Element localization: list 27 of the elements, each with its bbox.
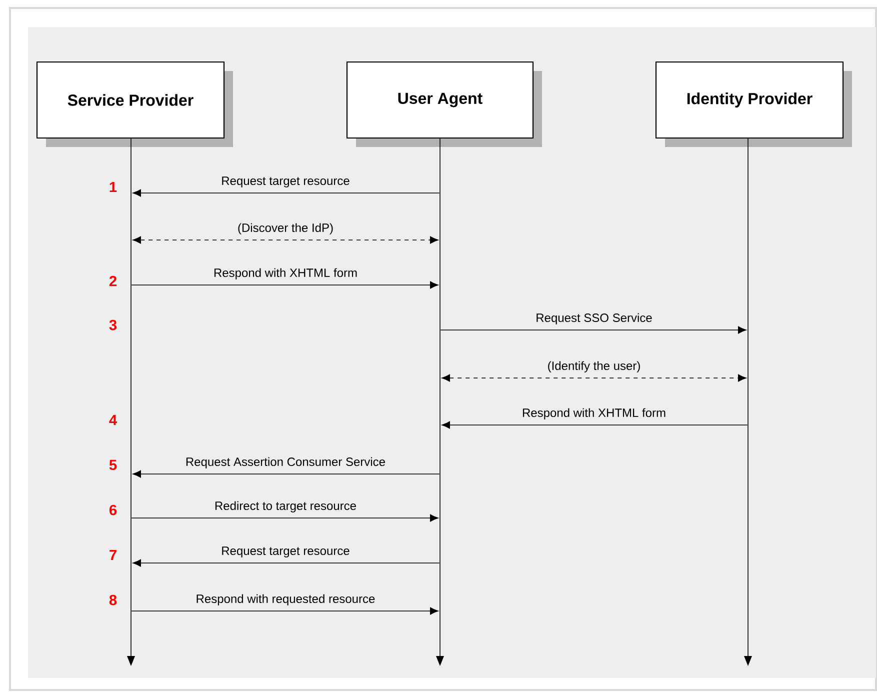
message-arrow bbox=[132, 470, 440, 478]
message-label: Request SSO Service bbox=[536, 313, 652, 324]
step-number: 1 bbox=[110, 182, 117, 192]
message-label: Request target resource bbox=[222, 546, 350, 558]
message-label: (Identify the user) bbox=[548, 361, 640, 372]
message-arrow bbox=[131, 607, 438, 615]
message-arrow bbox=[132, 236, 438, 244]
message-arrow bbox=[132, 559, 440, 567]
message-label: Request target resource bbox=[222, 176, 350, 188]
message-label: Respond with XHTML form bbox=[522, 408, 666, 420]
message-arrow bbox=[131, 514, 438, 522]
message-arrow bbox=[442, 374, 746, 382]
message-arrow bbox=[442, 421, 748, 429]
lifeline bbox=[127, 138, 135, 666]
lifeline-box: Service Provider bbox=[36, 61, 233, 147]
message-label: Request Assertion Consumer Service bbox=[186, 457, 385, 468]
lifeline bbox=[436, 138, 444, 666]
lifeline bbox=[744, 138, 752, 666]
message-arrow bbox=[132, 189, 440, 197]
lifeline-box: User Agent bbox=[346, 61, 542, 147]
lifeline-box: Identity Provider bbox=[655, 61, 852, 147]
message-arrow bbox=[131, 281, 438, 289]
message-label: Respond with XHTML form bbox=[214, 268, 357, 280]
message-arrow bbox=[440, 326, 746, 334]
message-label: Respond with requested resource bbox=[196, 594, 375, 606]
message-label: (Discover the IdP) bbox=[238, 223, 333, 234]
message-label: Redirect to target resource bbox=[215, 501, 356, 512]
